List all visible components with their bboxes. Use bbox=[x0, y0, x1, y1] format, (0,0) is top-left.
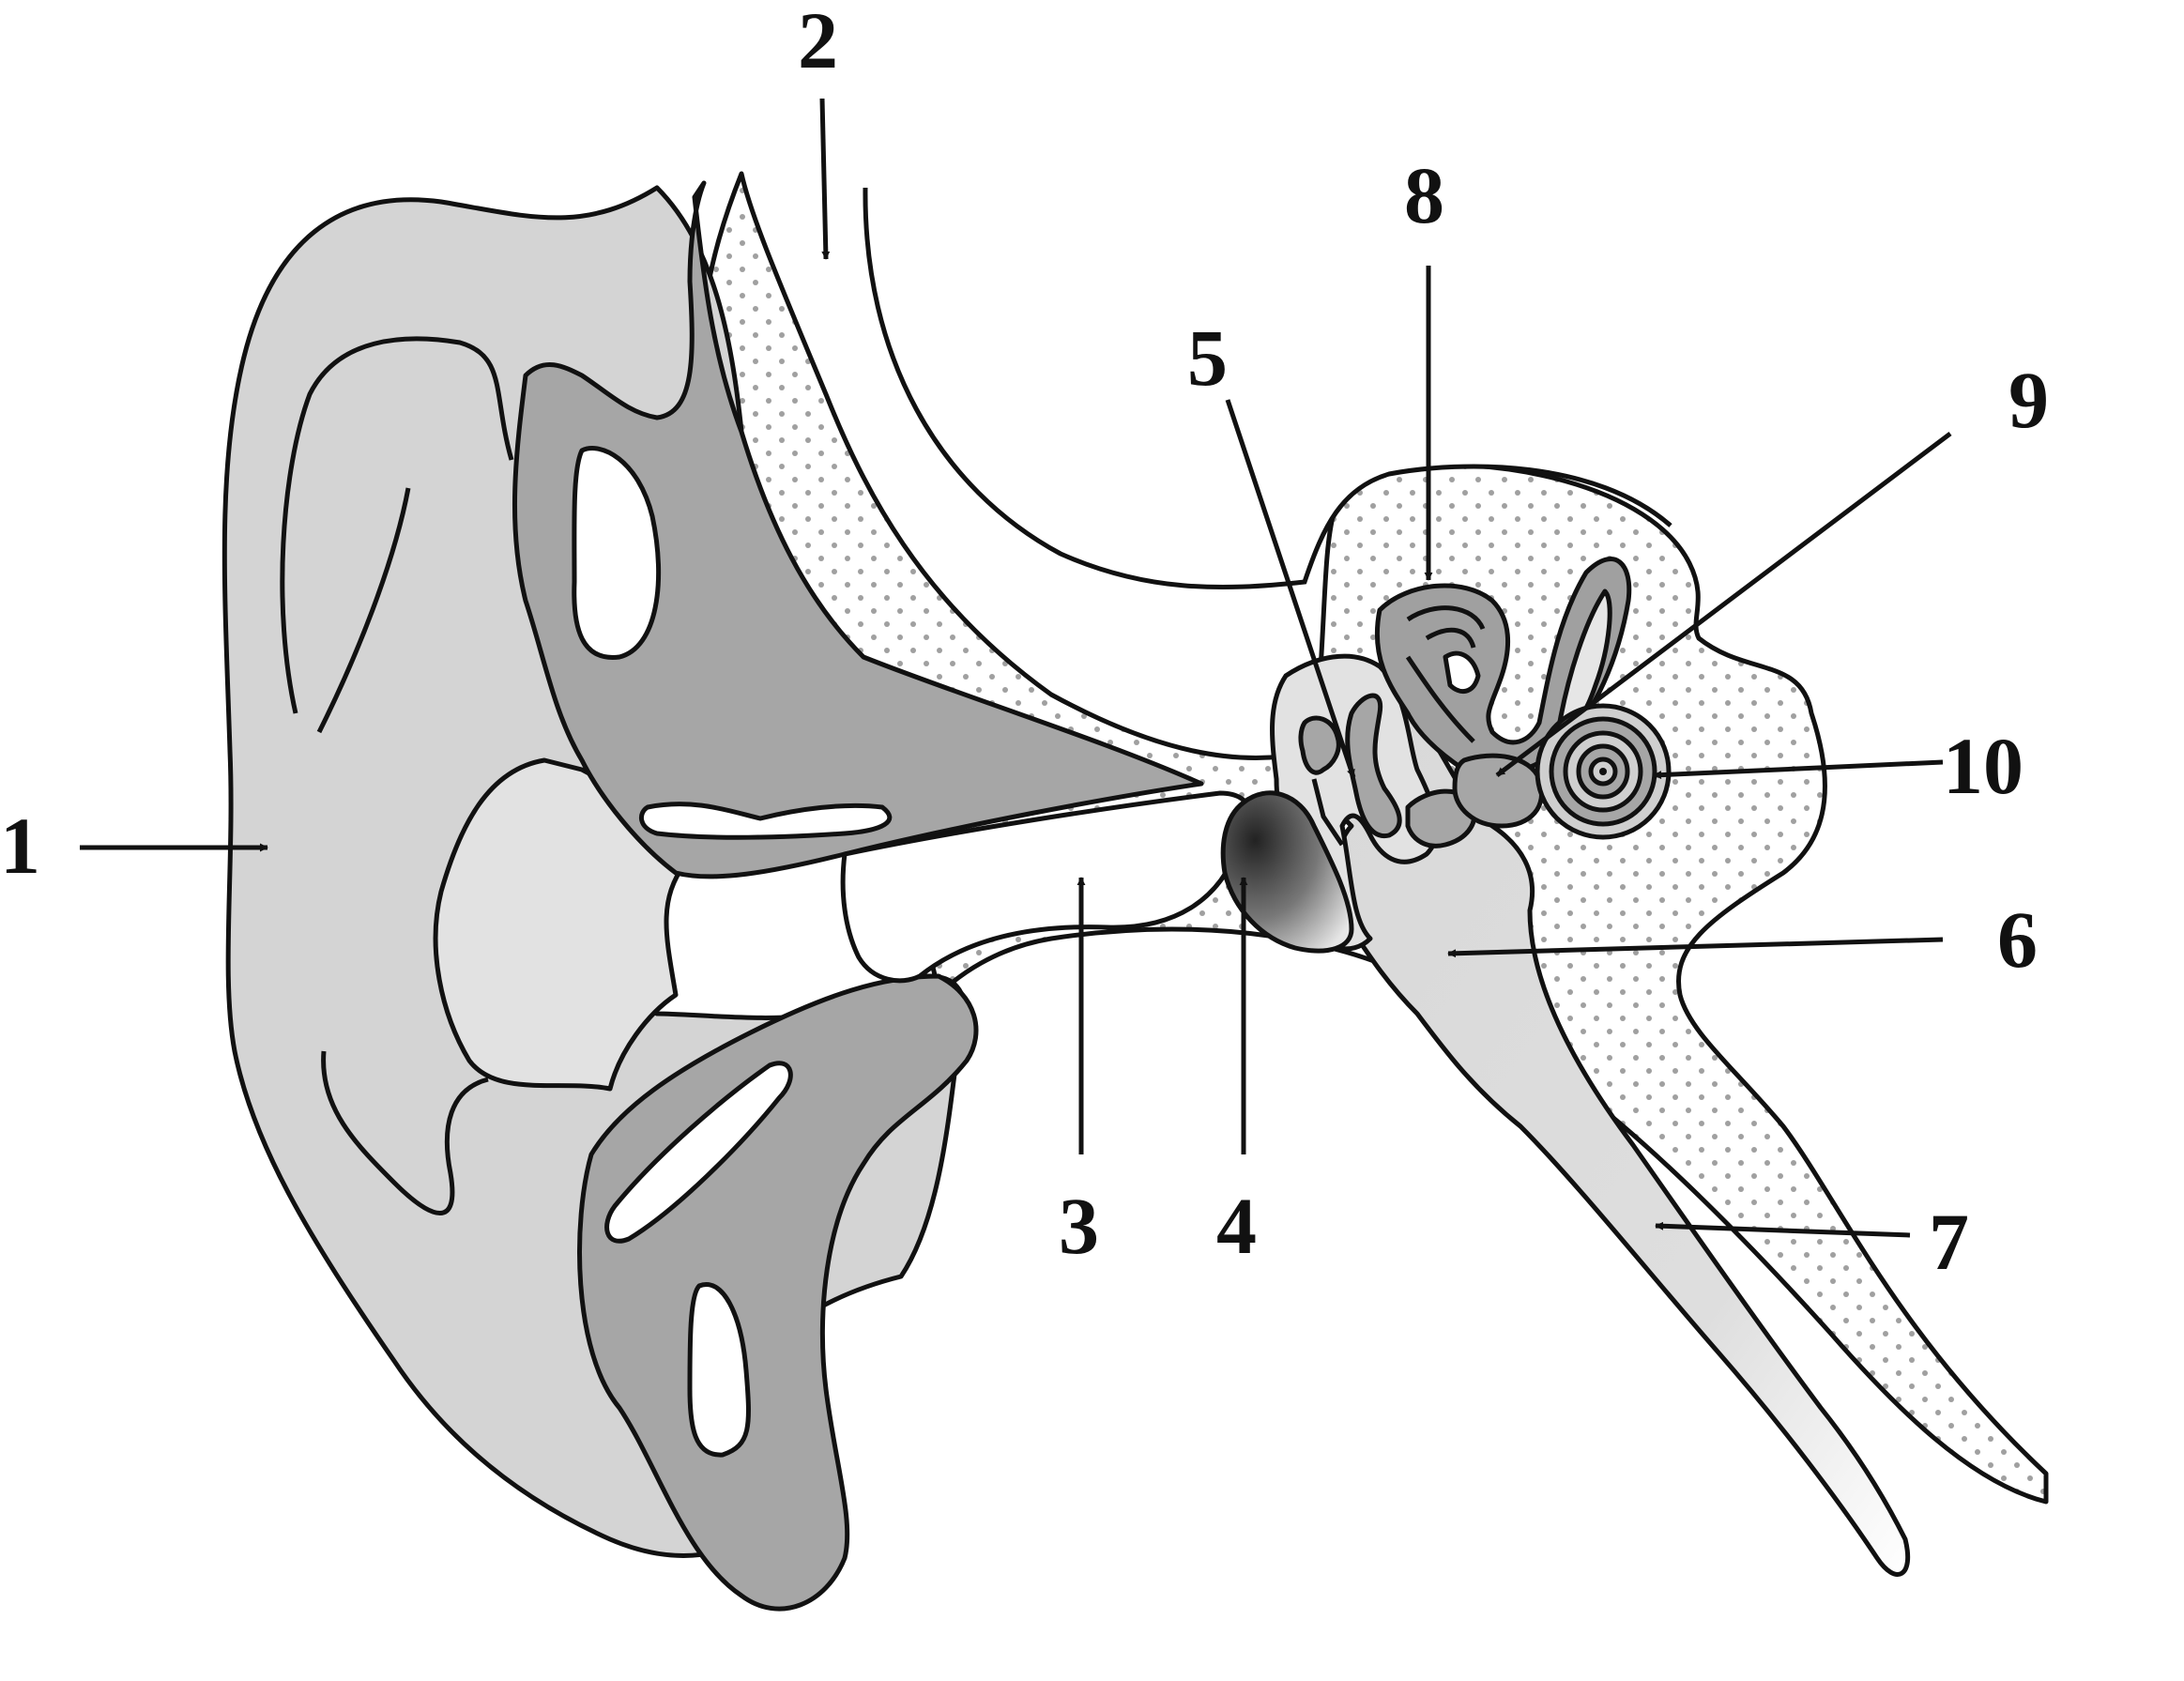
ear-canal bbox=[840, 790, 1254, 984]
helix-fold bbox=[280, 336, 514, 714]
label-3: 3 bbox=[1059, 1181, 1099, 1271]
label-9: 9 bbox=[2008, 355, 2049, 445]
fossa-lower-2 bbox=[687, 1282, 751, 1458]
label-4: 4 bbox=[1216, 1181, 1257, 1271]
malleus bbox=[1298, 715, 1341, 775]
cranial-border bbox=[863, 187, 1672, 590]
cochlea bbox=[1535, 703, 1672, 840]
incus bbox=[1345, 693, 1402, 839]
label-8: 8 bbox=[1404, 150, 1444, 240]
cartilage-lower bbox=[577, 973, 979, 1612]
antihelix-line bbox=[316, 487, 411, 734]
arrow-5 bbox=[1225, 399, 1356, 778]
labels: 1 2 3 4 5 6 7 8 9 10 bbox=[0, 0, 2049, 1287]
label-5: 5 bbox=[1187, 313, 1228, 403]
fossa-lower-1 bbox=[604, 1061, 793, 1244]
label-arrows bbox=[80, 98, 1952, 1238]
label-7: 7 bbox=[1929, 1197, 1969, 1287]
fossa-upper bbox=[572, 446, 662, 660]
label-1: 1 bbox=[0, 801, 40, 891]
lobe-fold bbox=[321, 1050, 489, 1215]
arrow-6 bbox=[1447, 937, 1944, 958]
arrow-9 bbox=[1495, 432, 1952, 777]
label-10: 10 bbox=[1943, 721, 2024, 811]
arrow-7 bbox=[1655, 1221, 1911, 1238]
label-2: 2 bbox=[798, 0, 838, 85]
cartilage-upper bbox=[512, 180, 1204, 879]
arrow-2 bbox=[819, 98, 831, 260]
arrow-10 bbox=[1653, 759, 1944, 780]
cranial-space bbox=[864, 188, 1675, 588]
eardrum bbox=[1220, 790, 1354, 954]
canal-opening bbox=[639, 802, 893, 840]
vestibule bbox=[1452, 753, 1545, 829]
label-6: 6 bbox=[1997, 894, 2038, 985]
ossicle-handle bbox=[1311, 778, 1345, 847]
